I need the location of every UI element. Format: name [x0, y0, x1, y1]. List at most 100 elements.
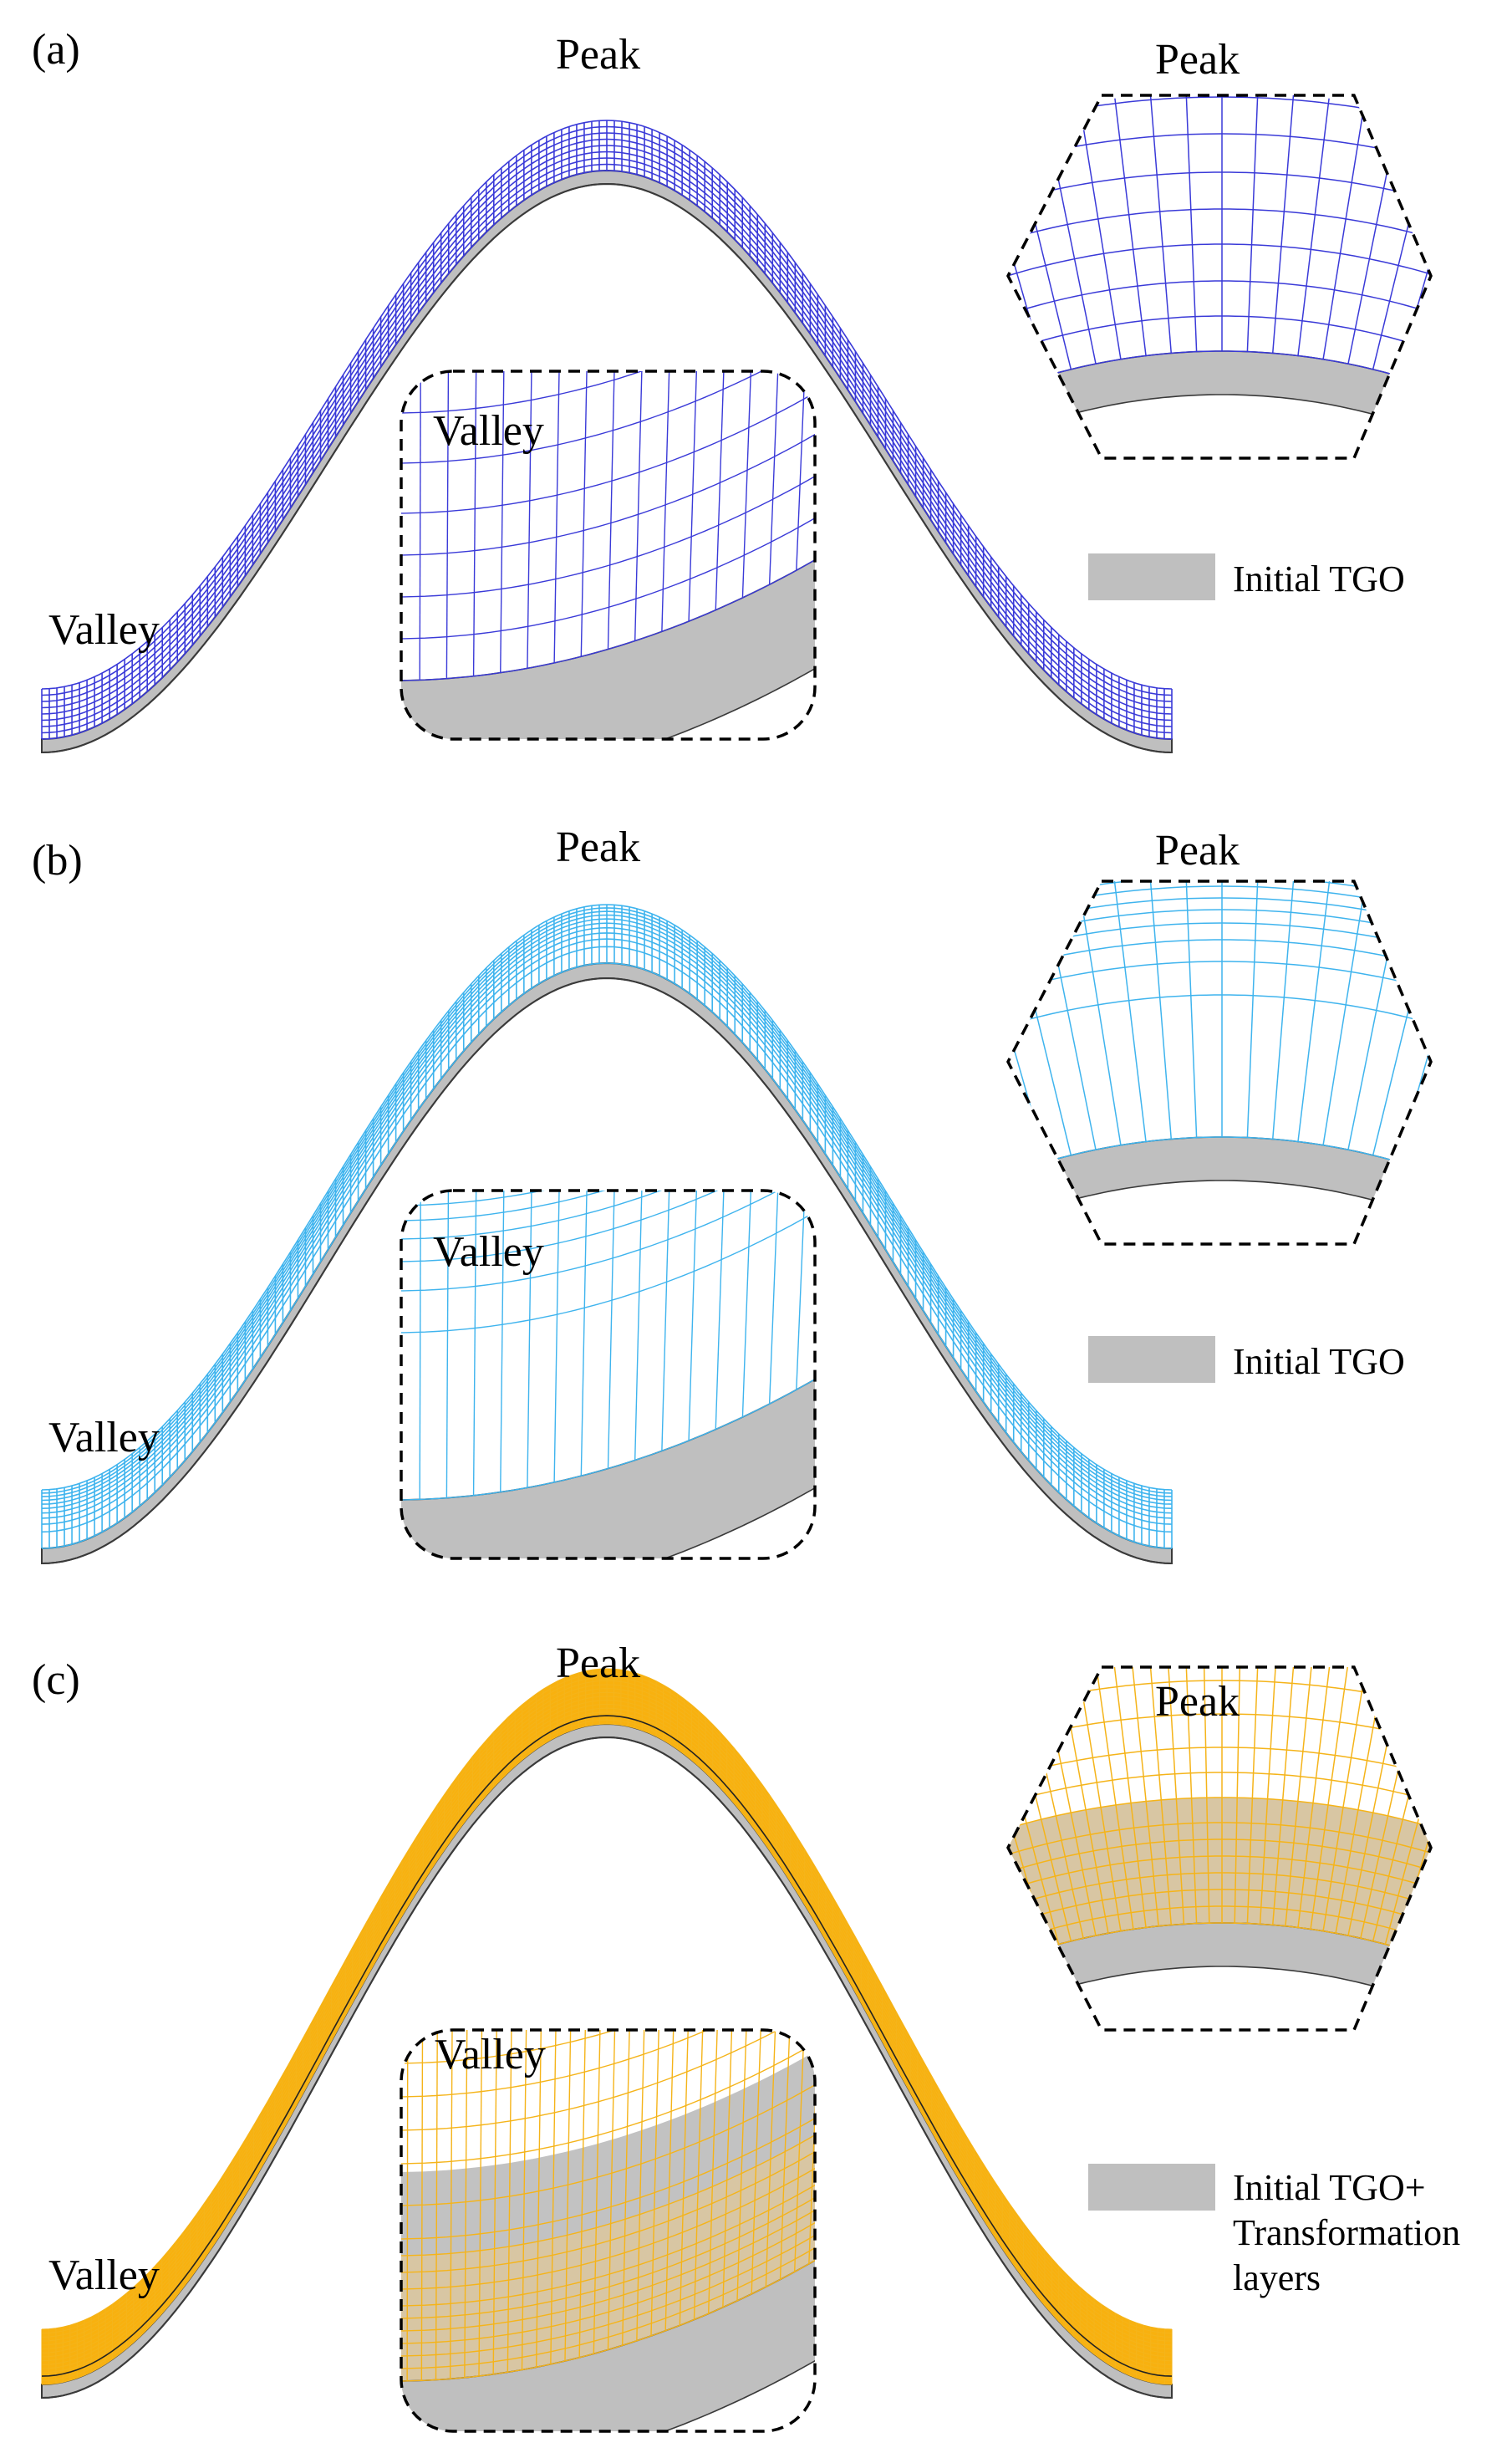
mesh-line	[1008, 895, 1072, 1155]
mesh-line	[478, 2030, 483, 2377]
peak-label: Peak	[556, 1640, 641, 1687]
mesh-line	[527, 371, 533, 669]
mesh-line	[823, 221, 838, 555]
mesh-line	[435, 2030, 438, 2380]
mesh-line	[401, 371, 815, 464]
mesh-line	[41, 163, 1173, 734]
mesh-line	[535, 2030, 542, 2368]
mesh-line	[715, 1191, 728, 1430]
mesh	[41, 120, 1173, 740]
mesh-line	[401, 1191, 815, 1292]
mesh-line	[41, 910, 1173, 1497]
mesh-line	[1185, 95, 1198, 352]
mesh-line	[1112, 1667, 1147, 1928]
mesh-line	[500, 371, 505, 673]
mesh-line	[1077, 881, 1122, 1145]
mesh-line	[1234, 1667, 1241, 1924]
substrate-outline	[41, 182, 1173, 753]
mesh-line	[401, 471, 815, 598]
mesh-line	[1271, 1667, 1296, 1925]
mesh-line	[768, 371, 784, 585]
mesh-line	[472, 1191, 477, 1496]
mesh-line	[1008, 1693, 1023, 1956]
inset-mesh	[401, 1191, 815, 1501]
valley-inset	[400, 1189, 817, 1560]
mesh-line	[1076, 1667, 1122, 1931]
valley-inset-content	[401, 221, 838, 739]
valley-label: Valley	[48, 1414, 160, 1461]
mesh-line	[661, 1191, 672, 1451]
legend-swatch	[1088, 553, 1215, 600]
mesh-line	[1322, 103, 1366, 360]
inset-mesh	[1008, 95, 1431, 389]
mesh-line	[741, 1191, 756, 1418]
mesh-line	[736, 2030, 751, 2302]
panel-b: (b) Peak Valley Peak Valley Initial TGO	[0, 786, 1512, 1572]
peak-inset	[1006, 94, 1433, 460]
legend-label-line-2: Transformation	[1233, 2212, 1461, 2253]
mesh-line	[621, 2030, 631, 2346]
mesh-line	[1130, 1667, 1159, 1926]
mesh-line	[527, 1191, 533, 1488]
panel-tag: (b)	[32, 837, 83, 885]
mesh-line	[401, 371, 815, 414]
inset-mesh	[401, 221, 838, 681]
mesh-line	[401, 387, 815, 514]
legend-label-line-1: Initial TGO+	[1233, 2167, 1426, 2208]
mesh-line	[1421, 915, 1431, 1170]
mesh-line	[401, 2129, 815, 2257]
mesh-line	[445, 1191, 450, 1498]
mesh-line	[1008, 96, 1431, 149]
mesh-line	[636, 2030, 646, 2341]
mesh-line	[1203, 1667, 1210, 1924]
mesh-line	[578, 2030, 587, 2358]
mesh-line	[1008, 117, 1072, 370]
mesh-line	[796, 1191, 812, 1390]
mesh-line	[41, 157, 1173, 727]
inset-tgo	[401, 1373, 815, 1558]
mesh-line	[688, 1191, 700, 1441]
valley-inset-border	[400, 1189, 817, 1560]
peak-inset	[1006, 880, 1433, 1246]
mesh-line	[1148, 881, 1173, 1140]
mesh-line	[1112, 881, 1147, 1142]
substrate-outline	[41, 1736, 1173, 2399]
inset-valley-label: Valley	[433, 1228, 544, 1276]
mesh-line	[1185, 881, 1198, 1138]
mesh-line	[1094, 1667, 1134, 1930]
inset-valley-label: Valley	[433, 407, 544, 455]
valley-inset-content	[401, 1191, 815, 1558]
specimen	[41, 904, 1173, 1565]
mesh-line	[796, 371, 812, 571]
legend-swatch	[1088, 2164, 1215, 2211]
mesh-line	[1397, 904, 1431, 1162]
mesh	[41, 904, 1173, 1549]
mesh-line	[1372, 895, 1431, 1155]
mesh-line	[1408, 1687, 1431, 1952]
valley-inset-border	[400, 370, 817, 741]
mesh-line	[401, 1191, 815, 1221]
mesh-line	[679, 2030, 691, 2326]
mesh-line	[765, 2030, 780, 2287]
mesh-line	[1008, 1682, 1047, 1948]
mesh-line	[449, 2030, 453, 2379]
mesh-line	[1421, 137, 1431, 384]
mesh-line	[607, 1191, 617, 1469]
mesh-line	[650, 2030, 661, 2337]
mesh-line	[445, 371, 450, 679]
mesh-line	[1166, 1667, 1185, 1925]
panel-c: (c) Peak Valley Peak Valley Initial TGO+…	[0, 1572, 1512, 2453]
mesh-line	[472, 371, 477, 676]
mesh-line	[406, 2030, 409, 2381]
mesh-line	[779, 2030, 795, 2280]
mesh-line	[401, 1191, 815, 1193]
mesh-line	[768, 1191, 784, 1405]
mesh-line	[41, 918, 1173, 1505]
mesh-line	[1297, 98, 1330, 356]
mesh-line	[1041, 887, 1097, 1150]
mesh-line	[607, 2030, 617, 2350]
mesh-line	[634, 371, 644, 641]
mesh-line	[550, 2030, 557, 2364]
mesh-line	[401, 1191, 815, 1206]
mesh-line	[1008, 1677, 1060, 1945]
